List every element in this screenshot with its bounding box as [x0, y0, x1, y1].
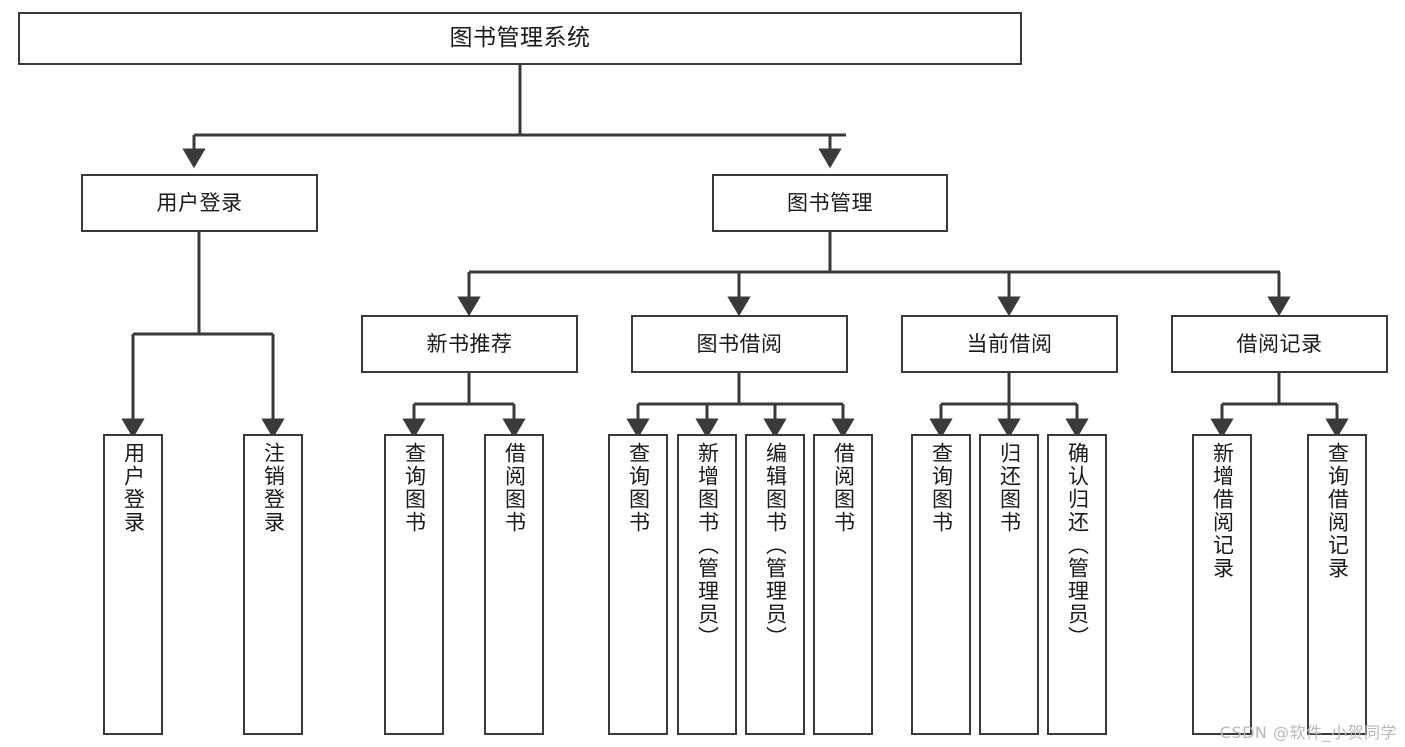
node-leaf-return-book[interactable]: 归还图书 — [979, 434, 1039, 735]
node-leaf-query-book-1-label: 查询图书 — [402, 442, 427, 534]
node-leaf-query-book-2-label: 查询图书 — [626, 442, 651, 534]
node-leaf-logout-label: 注销登录 — [261, 442, 286, 534]
node-leaf-borrow-book-2-label: 借阅图书 — [831, 442, 856, 534]
node-leaf-query-book-1[interactable]: 查询图书 — [384, 434, 444, 735]
node-book-management[interactable]: 图书管理 — [712, 174, 948, 232]
node-current-borrow[interactable]: 当前借阅 — [901, 315, 1118, 373]
node-user-login[interactable]: 用户登录 — [81, 174, 318, 232]
node-book-borrow[interactable]: 图书借阅 — [631, 315, 848, 373]
node-leaf-query-book-3[interactable]: 查询图书 — [911, 434, 971, 735]
node-book-management-label: 图书管理 — [787, 190, 873, 215]
node-book-borrow-label: 图书借阅 — [696, 331, 783, 356]
node-leaf-query-book-2[interactable]: 查询图书 — [608, 434, 668, 735]
node-new-book-recommend-label: 新书推荐 — [426, 331, 513, 356]
node-leaf-user-login-label: 用户登录 — [121, 442, 146, 534]
node-borrow-record-label: 借阅记录 — [1236, 331, 1323, 356]
node-leaf-query-record[interactable]: 查询借阅记录 — [1307, 434, 1367, 735]
node-root-label: 图书管理系统 — [449, 24, 591, 51]
node-borrow-record[interactable]: 借阅记录 — [1171, 315, 1388, 373]
node-new-book-recommend[interactable]: 新书推荐 — [361, 315, 578, 373]
node-leaf-return-book-label: 归还图书 — [997, 442, 1022, 534]
node-root[interactable]: 图书管理系统 — [18, 12, 1022, 65]
node-leaf-confirm-return-label: 确认归还（管理员） — [1065, 442, 1090, 649]
node-current-borrow-label: 当前借阅 — [966, 331, 1053, 356]
node-leaf-borrow-book-1[interactable]: 借阅图书 — [484, 434, 544, 735]
node-leaf-add-record-label: 新增借阅记录 — [1210, 442, 1235, 580]
node-leaf-edit-book-label: 编辑图书（管理员） — [763, 442, 788, 649]
node-leaf-borrow-book-2[interactable]: 借阅图书 — [813, 434, 873, 735]
node-leaf-add-book[interactable]: 新增图书（管理员） — [677, 434, 737, 735]
node-leaf-query-book-3-label: 查询图书 — [929, 442, 954, 534]
node-user-login-label: 用户登录 — [156, 190, 243, 215]
node-leaf-logout[interactable]: 注销登录 — [243, 434, 303, 735]
node-leaf-user-login[interactable]: 用户登录 — [103, 434, 163, 735]
node-leaf-borrow-book-1-label: 借阅图书 — [502, 442, 527, 534]
node-leaf-edit-book[interactable]: 编辑图书（管理员） — [745, 434, 805, 735]
csdn-watermark: CSDN @软件_小贺同学 — [1219, 723, 1397, 742]
node-leaf-add-book-label: 新增图书（管理员） — [695, 442, 720, 649]
node-leaf-add-record[interactable]: 新增借阅记录 — [1192, 434, 1252, 735]
node-leaf-query-record-label: 查询借阅记录 — [1325, 442, 1350, 580]
node-leaf-confirm-return[interactable]: 确认归还（管理员） — [1047, 434, 1107, 735]
